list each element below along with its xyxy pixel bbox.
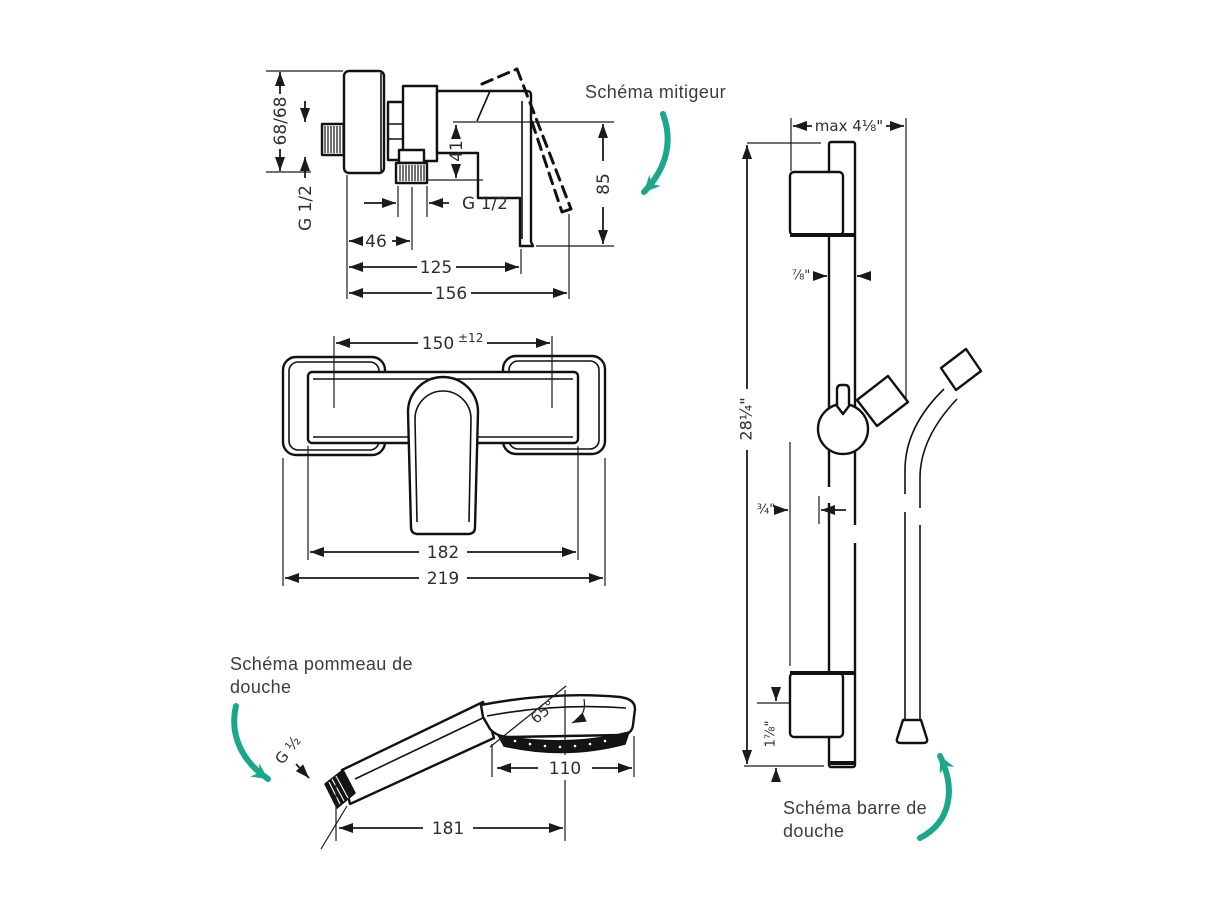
- dim-g12-hand-label: G ½: [271, 732, 304, 767]
- hand-shower-view: 65° 110 181 G ½ Schéma pommeau de douche: [230, 654, 637, 850]
- head-inner-line: [486, 705, 627, 717]
- curved-arrow-icon: [231, 703, 271, 782]
- wall-plate: [342, 69, 386, 175]
- handle-highlight-line: [354, 715, 488, 780]
- dim-181-label: 181: [432, 819, 464, 839]
- slider-knob: [835, 383, 851, 416]
- hose-connector: [939, 347, 983, 392]
- mixer-front-view: 150 ±12 182 219: [281, 331, 607, 589]
- dim-68-label: 68/68: [271, 97, 291, 146]
- hand-shower-head: [479, 694, 637, 739]
- hex-nut-facets: [388, 123, 404, 140]
- handle-rotated-dashed: [480, 67, 573, 214]
- body-and-handle: [435, 89, 535, 248]
- bar-schema-label-line2: douche: [783, 821, 844, 841]
- dim-110-label: 110: [549, 759, 581, 779]
- bottom-wall-bracket: [788, 671, 845, 739]
- handle-front: [406, 375, 480, 536]
- dim-max-label: max 4⅛": [815, 117, 883, 135]
- dim-bar-width-label: ⅞": [792, 269, 811, 284]
- ext-110: [491, 736, 635, 777]
- angle-reference-line: [489, 685, 567, 748]
- dim-156-label: 156: [435, 284, 467, 304]
- hand-shower-schema-label-line2: douche: [230, 677, 291, 697]
- dim-219-label: 219: [427, 569, 459, 589]
- top-wall-bracket: [788, 170, 845, 237]
- shower-bar-view: max 4⅛" 28¼" ⅞" ¾" 1⅞" Schéma barre de d…: [737, 117, 983, 841]
- ext-219: [282, 458, 606, 586]
- dim-standoff-label: ¾": [757, 503, 776, 518]
- dim-46-label: 46: [365, 232, 387, 252]
- handle-front-edge: [476, 90, 491, 122]
- bar-break-left: [826, 487, 833, 503]
- dim-85-label: 85: [594, 173, 614, 195]
- hand-shower-schema-label-line1: Schéma pommeau de: [230, 654, 413, 674]
- hose-end-fitting: [895, 718, 929, 745]
- ext-outlet-g12: [397, 186, 428, 217]
- dim-bracket-label: 1⅞": [764, 721, 779, 748]
- ext-68: [266, 70, 343, 173]
- dim-150-label: 150: [422, 334, 454, 354]
- bar-schema-label-line1: Schéma barre de: [783, 798, 927, 818]
- angle-arc-arrow: [571, 698, 587, 724]
- outlet-collar: [397, 148, 426, 165]
- dim-125-label: 125: [420, 258, 452, 278]
- outlet-thread-hatch: [399, 165, 425, 181]
- dim-41-label: 41: [447, 140, 467, 162]
- mixer-schema-label: Schéma mitigeur: [585, 82, 726, 102]
- hand-shower-handle: [340, 700, 496, 806]
- dim-inlet-thread-label: G 1/2: [296, 185, 316, 231]
- dim-outlet-thread-label: G 1/2: [462, 194, 508, 214]
- hose-outer-line: [904, 388, 945, 719]
- inlet-pipe-thread-hatch: [324, 126, 344, 153]
- spray-nozzle-dots: [513, 739, 607, 749]
- hose-inner-line: [919, 398, 958, 719]
- spray-face: [497, 731, 630, 754]
- handle-front-inner-line: [414, 390, 472, 523]
- curved-arrow-icon: [917, 753, 955, 841]
- connector-thread-lines: [328, 775, 349, 805]
- ext-150: [333, 336, 553, 408]
- g12-leader-arrow: [295, 763, 310, 779]
- bar-break-right: [851, 525, 859, 543]
- dim-182-label: 182: [427, 543, 459, 563]
- ext-181-slanted: [320, 805, 348, 850]
- dim-150-tolerance: ±12: [458, 331, 483, 345]
- ext-182: [307, 446, 579, 560]
- hand-shower-holder: [855, 374, 910, 428]
- mixer-side-view: 68/68 G 1/2 41 85 G 1/2 46 125 156 Schém…: [266, 67, 726, 304]
- curved-arrow-icon: [641, 111, 671, 195]
- dim-length-label: 28¼": [737, 397, 756, 440]
